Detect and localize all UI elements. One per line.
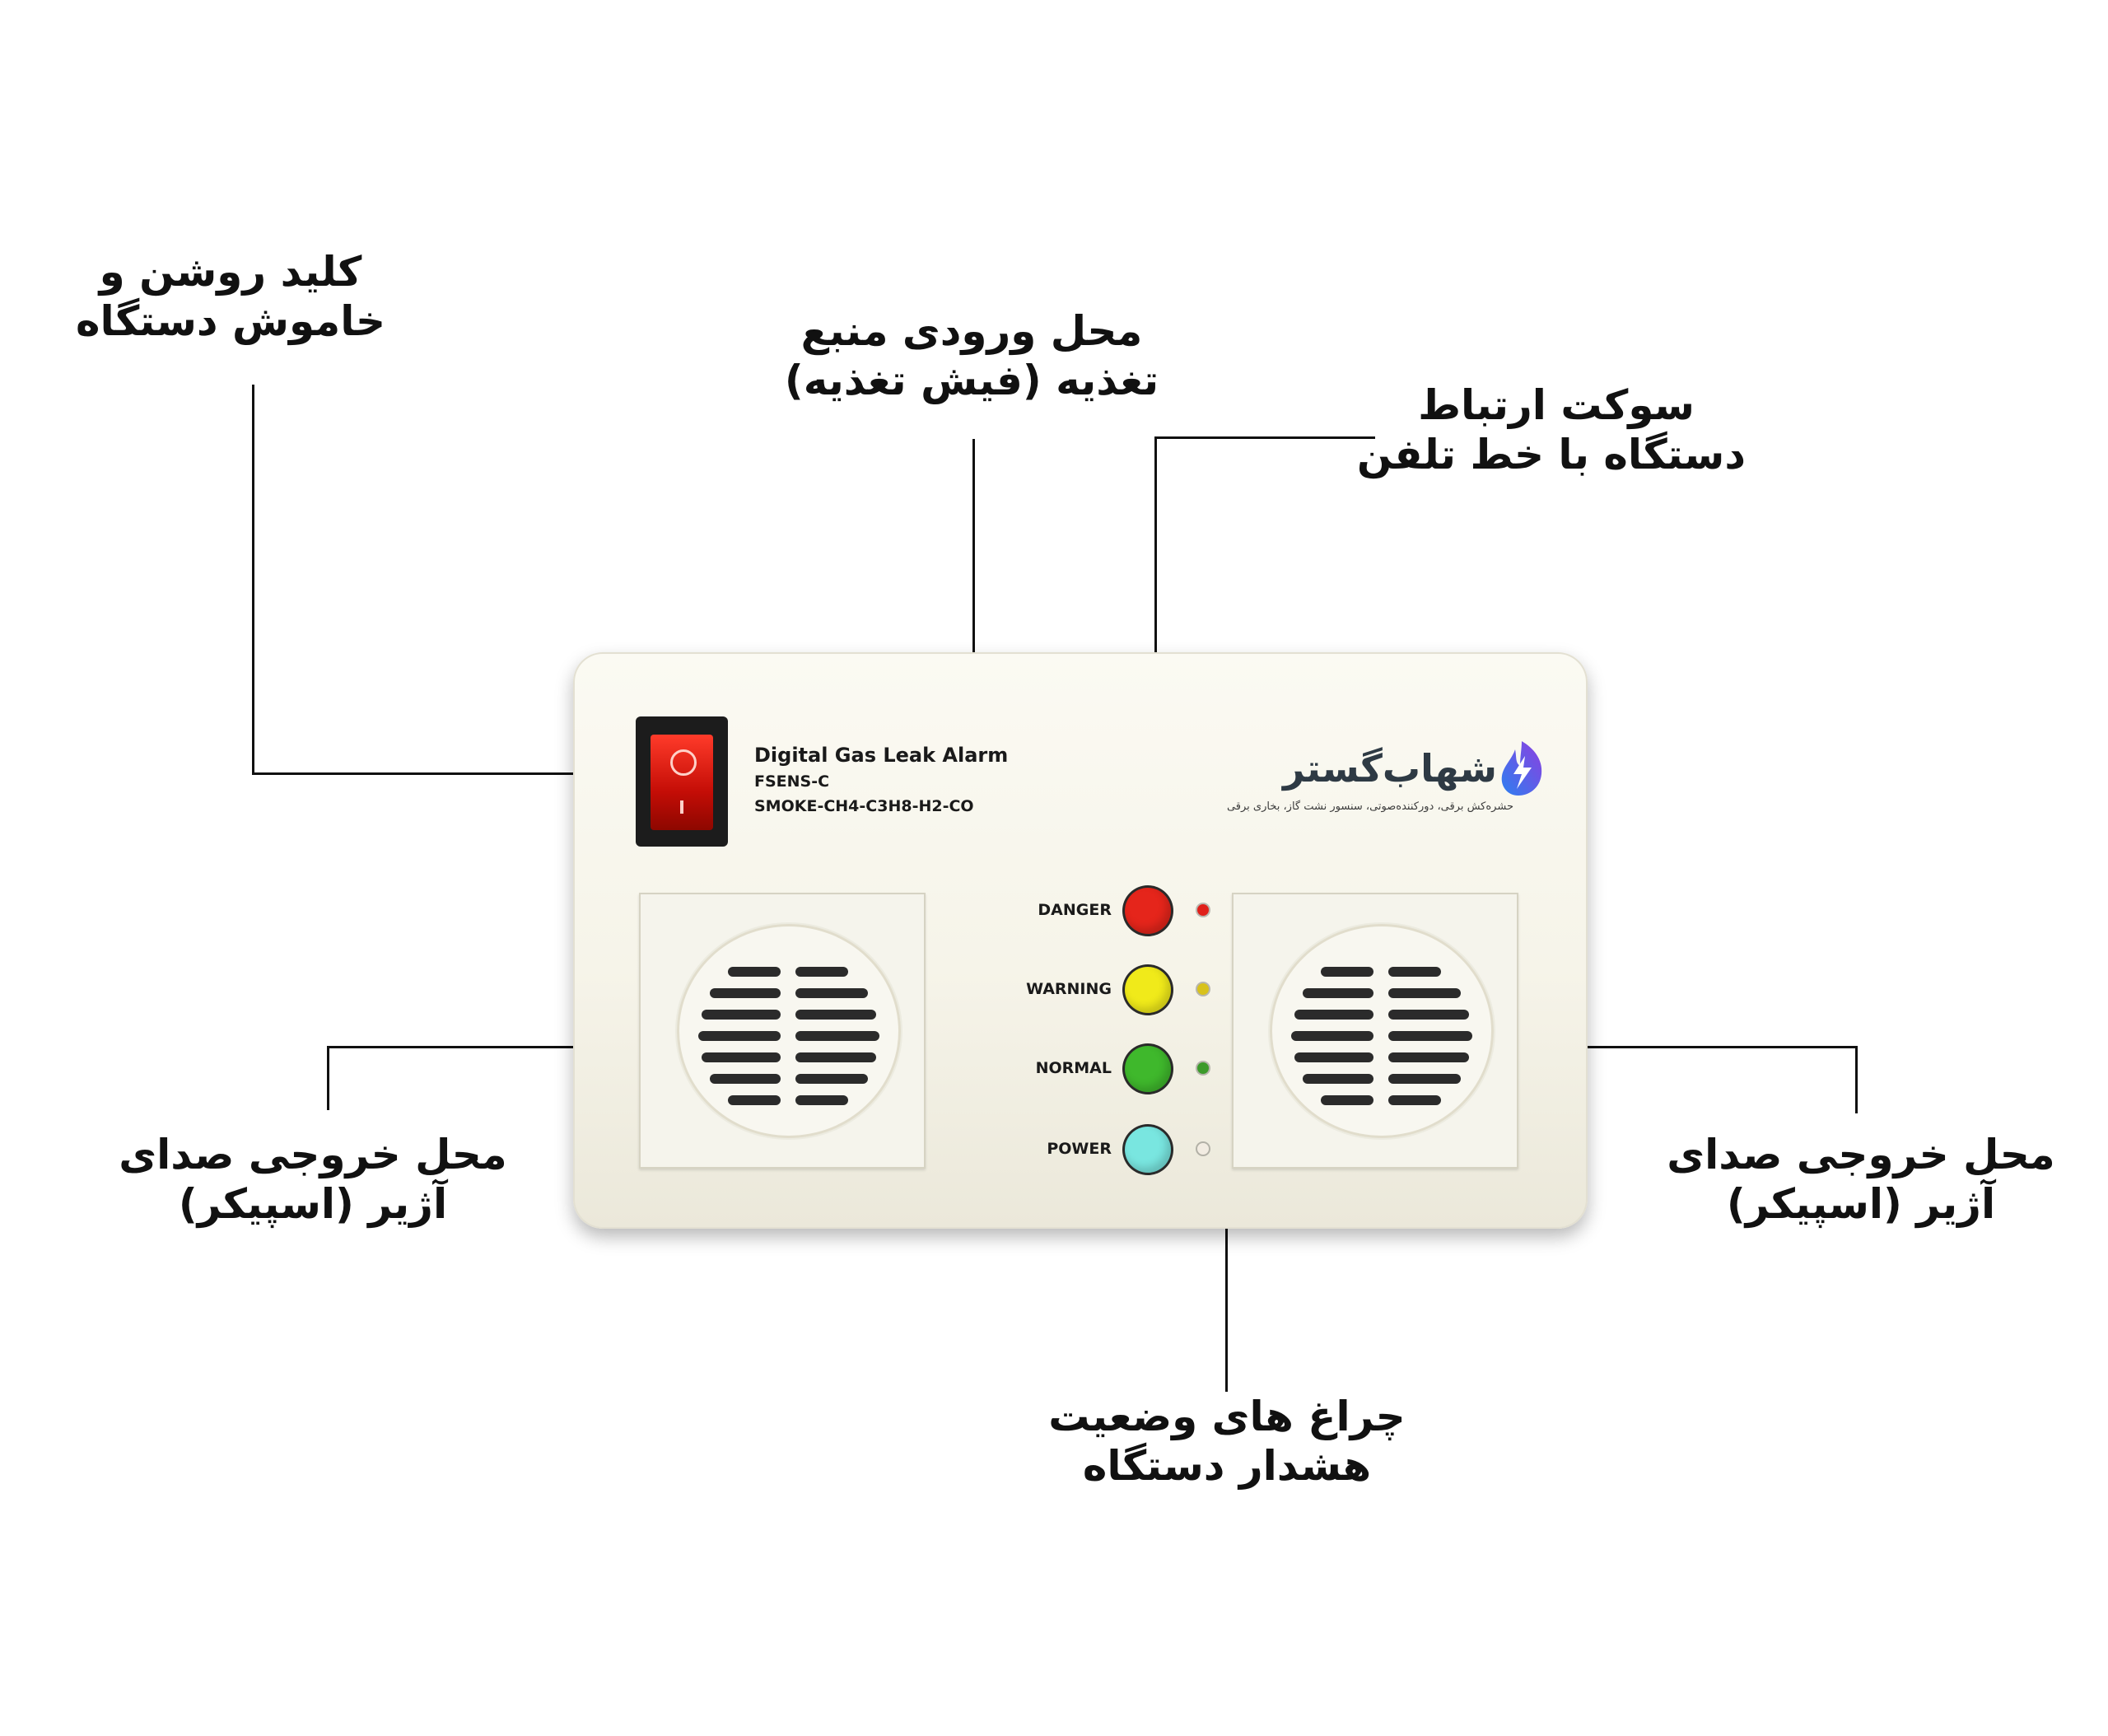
callout-power-input: محل ورودی منبع تغذیه (فیش تغذیه) <box>766 306 1178 405</box>
callout-power-switch-line2: خاموش دستگاه <box>75 297 386 345</box>
indicator-normal-lamp <box>1125 1046 1171 1092</box>
speaker-slats-right <box>1291 967 1472 1105</box>
indicator-warning: WARNING <box>1010 965 1257 1018</box>
callout-power-switch: کلید روشن و خاموش دستگاه <box>66 247 395 346</box>
callout-speaker-left-line2: آژیر (اسپیکر) <box>178 1180 448 1228</box>
indicator-warning-led <box>1197 983 1209 995</box>
device-label: Digital Gas Leak Alarm FSENS-C SMOKE-CH4… <box>754 741 1008 819</box>
callout-phone-socket-line1: سوکت ارتباط <box>1418 381 1695 429</box>
leader-speaker-left-horizontal <box>327 1046 676 1048</box>
indicator-power: POWER <box>1010 1125 1257 1178</box>
indicator-power-lamp <box>1125 1127 1171 1173</box>
speaker-grill-right-icon <box>1270 924 1494 1138</box>
callout-speaker-right-line1: محل خروجی صدای <box>1667 1131 2055 1178</box>
callout-speaker-right: محل خروجی صدای آژیر (اسپیکر) <box>1663 1130 2059 1229</box>
brand-logo: شهاب‌گستر حشره‌کش برقی، دورکننده‌صوتی، س… <box>1227 731 1553 830</box>
brand-lightning-icon <box>1501 741 1542 796</box>
indicator-normal: NORMAL <box>1010 1044 1257 1097</box>
indicator-danger: DANGER <box>1010 886 1257 939</box>
switch-on-mark-icon <box>680 800 683 814</box>
device-title: Digital Gas Leak Alarm <box>754 744 1009 767</box>
leader-speaker-right-vertical <box>1855 1046 1858 1113</box>
leader-speaker-right-horizontal <box>1513 1046 1858 1048</box>
leader-power-input <box>972 439 975 702</box>
callout-speaker-left-line1: محل خروجی صدای <box>119 1131 507 1178</box>
indicator-panel: DANGER WARNING NORMAL POWER <box>1010 886 1257 1173</box>
indicator-normal-led <box>1197 1062 1209 1074</box>
indicator-warning-lamp <box>1125 967 1171 1013</box>
speaker-right <box>1232 893 1518 1169</box>
gas-alarm-device: Digital Gas Leak Alarm FSENS-C SMOKE-CH4… <box>573 652 1588 1229</box>
callout-status-lights: چراغ های وضعیت هشدار دستگاه <box>1021 1392 1433 1491</box>
device-gases: SMOKE-CH4-C3H8-H2-CO <box>754 797 974 815</box>
callout-status-lights-line1: چراغ های وضعیت <box>1048 1393 1406 1440</box>
indicator-power-led <box>1197 1143 1209 1155</box>
callout-speaker-left: محل خروجی صدای آژیر (اسپیکر) <box>115 1130 511 1229</box>
callout-status-lights-line2: هشدار دستگاه <box>1082 1442 1372 1490</box>
indicator-danger-lamp <box>1125 888 1171 934</box>
callout-power-switch-line1: کلید روشن و <box>99 248 362 296</box>
power-switch[interactable] <box>636 716 728 847</box>
indicator-power-label: POWER <box>1047 1140 1112 1158</box>
indicator-danger-label: DANGER <box>1038 901 1112 919</box>
callout-phone-socket-line2: دستگاه با خط تلفن <box>1356 431 1746 478</box>
device-model: FSENS-C <box>754 772 830 791</box>
leader-socket-vertical <box>1154 436 1157 703</box>
callout-power-input-line2: تغذیه (فیش تغذیه) <box>784 357 1159 404</box>
brand-tagline: حشره‌کش برقی، دورکننده‌صوتی، سنسور نشت گ… <box>1226 800 1513 813</box>
brand-name: شهاب‌گستر <box>1282 746 1497 791</box>
callout-phone-socket: سوکت ارتباط دستگاه با خط تلفن <box>1356 380 1746 479</box>
callout-power-input-line1: محل ورودی منبع <box>800 307 1143 355</box>
leader-socket-horizontal <box>1154 436 1375 439</box>
leader-speaker-left-vertical <box>327 1046 329 1110</box>
indicator-danger-led <box>1197 904 1209 916</box>
switch-off-mark-icon <box>670 749 697 776</box>
callout-speaker-right-line2: آژیر (اسپیکر) <box>1726 1180 1996 1228</box>
leader-switch-horizontal <box>252 772 634 775</box>
power-rocker-icon <box>651 735 713 830</box>
speaker-left <box>639 893 926 1169</box>
speaker-grill-left-icon <box>677 924 901 1138</box>
indicator-normal-label: NORMAL <box>1035 1059 1112 1077</box>
indicator-warning-label: WARNING <box>1026 980 1112 998</box>
speaker-slats-left <box>698 967 879 1105</box>
leader-switch-vertical <box>252 385 254 775</box>
